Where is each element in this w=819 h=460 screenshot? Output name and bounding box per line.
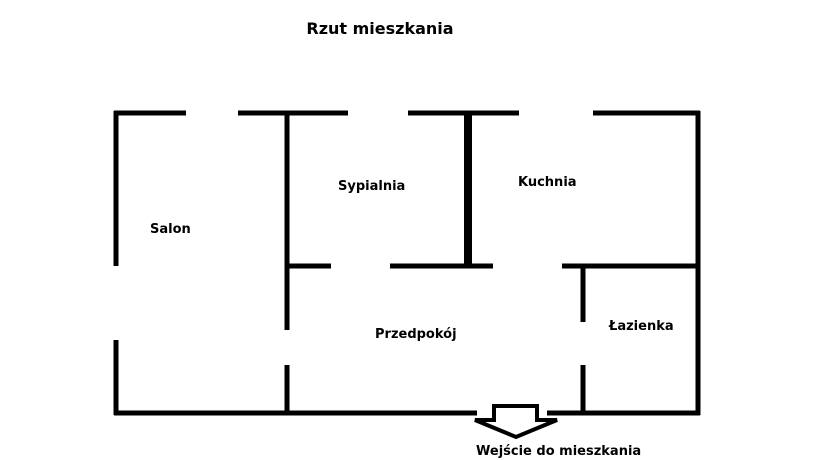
plan-title: Rzut mieszkania (306, 19, 453, 38)
room-label-przedpokoj: Przedpokój (375, 327, 457, 342)
room-label-salon: Salon (150, 222, 191, 237)
room-label-kuchnia: Kuchnia (518, 175, 577, 190)
walls (113, 110, 701, 416)
entrance-arrow-icon (474, 404, 558, 440)
room-label-sypialnia: Sypialnia (338, 179, 405, 194)
room-label-lazienka: Łazienka (608, 319, 674, 334)
entrance-label: Wejście do mieszkania (476, 444, 641, 459)
